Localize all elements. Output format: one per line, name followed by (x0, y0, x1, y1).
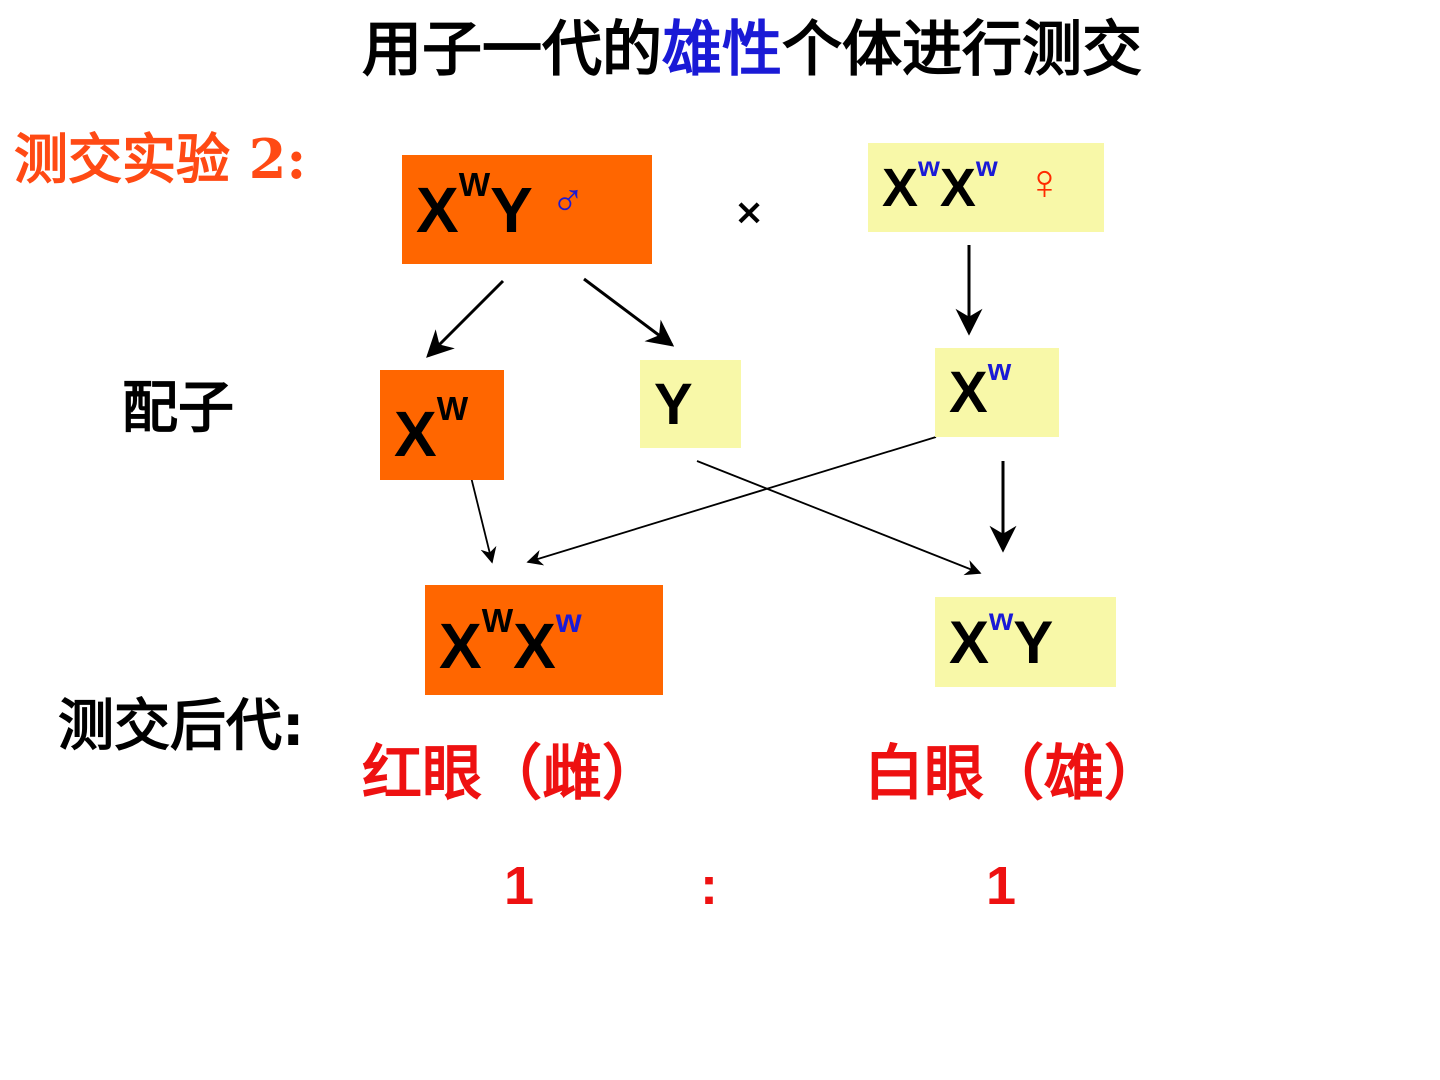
phenotype-red-female: 红眼（雌） (362, 739, 662, 809)
ratio-left: 1 (504, 856, 535, 916)
cross-symbol: × (734, 192, 765, 233)
male-symbol-icon: ♂ (550, 171, 586, 224)
arrow-xw-to-offspring-female (470, 476, 497, 564)
arrow-male-to-y (583, 277, 675, 347)
phenotype-white-male: 白眼（雄） (864, 739, 1164, 809)
title-highlight: 雄性 (662, 15, 782, 85)
offspring-label: 测交后代: (58, 694, 305, 759)
title-part-1: 用子一代的 (362, 15, 662, 85)
title-part-2: 个体进行测交 (782, 15, 1142, 85)
arrow-y-to-offspring-male (696, 460, 982, 576)
arrow-female-gamete-to-offspring-female (526, 436, 937, 566)
arrow-male-to-xw (426, 279, 505, 358)
gamete-label: 配子 (122, 376, 234, 441)
page-title: 用子一代的雄性个体进行测交 (362, 12, 1142, 88)
ratio-separator: : (700, 856, 718, 916)
female-symbol-icon: ♀ (1025, 153, 1064, 210)
experiment-label: 测交实验 2: (14, 127, 307, 191)
ratio-right: 1 (986, 856, 1017, 916)
gamete-male-y: Y (640, 360, 741, 448)
